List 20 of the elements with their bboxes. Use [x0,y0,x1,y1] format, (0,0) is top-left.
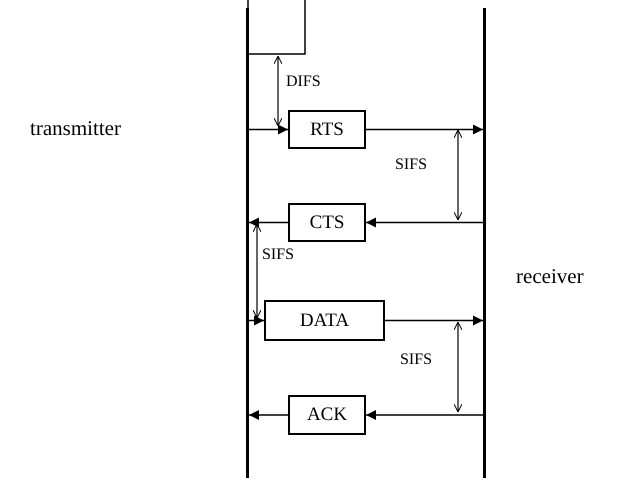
arrow [249,410,288,420]
arrow [249,124,288,134]
frame-box: RTS [288,110,366,149]
interval-label: DIFS [286,73,321,91]
lifeline [246,8,249,478]
station-label: transmitter [30,116,121,141]
arrow [366,410,483,420]
interval-label: SIFS [395,156,428,174]
interval-label: SIFS [400,351,432,369]
arrow [366,124,483,134]
arrow [249,316,264,326]
arrow [366,218,483,228]
station-label: receiver [516,264,584,289]
arrow [249,218,288,228]
frame-box: ACK [288,395,366,435]
arrow [385,316,483,326]
frame-box: CTS [288,203,366,242]
lifeline [483,8,486,478]
frame-box: DATA [264,300,385,341]
interval-label: SIFS [262,246,294,264]
